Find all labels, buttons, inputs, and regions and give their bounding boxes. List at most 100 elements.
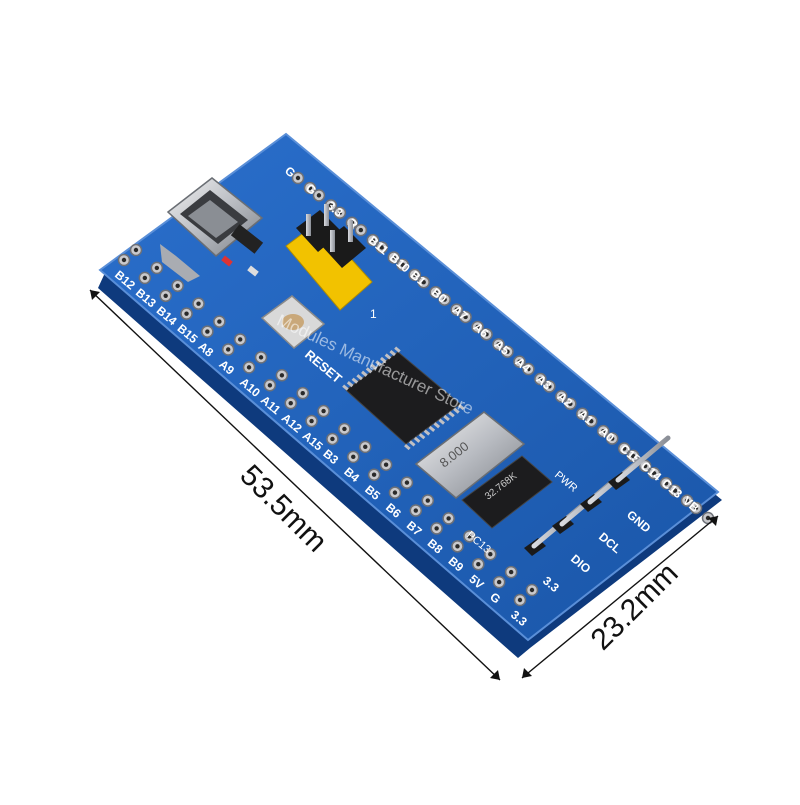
chip-pin: [423, 429, 431, 436]
pin-hole-center: [580, 411, 585, 416]
pin-hole-center: [630, 453, 636, 459]
pin-hole-center: [517, 597, 523, 603]
pin-hole-center: [610, 436, 615, 441]
pin-hole-center: [454, 307, 459, 312]
pin-hole-center: [651, 471, 657, 476]
pin-hole-center: [342, 426, 347, 432]
pin-hole-center: [184, 311, 189, 316]
dimension-length-line: [89, 289, 501, 681]
pin-hole-center: [267, 383, 273, 388]
pin-hole-center: [505, 349, 510, 354]
chip-pin: [413, 436, 421, 443]
pin-hole-center: [363, 444, 368, 450]
chip-pin: [361, 370, 368, 377]
pin-hole-center: [496, 342, 501, 347]
pin-hole-center: [455, 544, 460, 549]
chip-pin: [384, 353, 392, 360]
pin-hole-center: [412, 272, 417, 278]
pin-hole-center: [475, 324, 480, 330]
pin-hole-center: [642, 463, 648, 469]
dimension-width-line: [521, 515, 719, 679]
chip-pin: [448, 411, 455, 418]
pin-hole-center: [446, 516, 451, 521]
pin-hole-center: [434, 526, 439, 531]
chip-pin: [428, 425, 436, 432]
chip-pin: [404, 444, 411, 451]
pin-hole-center: [425, 498, 430, 503]
pin-hole-center: [321, 408, 326, 414]
pin-hole-center: [433, 290, 438, 295]
pin-hole-center: [337, 210, 343, 215]
boot-jumper: 1: [285, 204, 377, 321]
pin-hole-center: [559, 394, 564, 399]
pin-hole-center: [589, 418, 594, 424]
pin-hole-center: [258, 355, 264, 360]
top-pin-holes: [291, 171, 715, 525]
debug-header: [524, 435, 671, 556]
pin-hole-center: [154, 265, 160, 271]
pin-hole-center: [663, 481, 669, 486]
pin-hole-center: [488, 552, 493, 557]
jumper-label: 1: [370, 307, 377, 321]
chip-pin: [379, 356, 387, 364]
chip-pin: [418, 433, 426, 440]
pin-hole-center: [496, 579, 502, 585]
chip-pin: [370, 363, 378, 370]
pin-hole-center: [484, 332, 489, 337]
chip-pins: [342, 346, 465, 451]
pin-hole-center: [526, 366, 531, 372]
pin-hole-center: [351, 454, 356, 460]
pin-hole-center: [238, 337, 243, 342]
pin-hole-center: [467, 534, 472, 539]
chip-pin: [346, 381, 354, 388]
pin-hole-center: [196, 301, 201, 306]
chip-pin: [408, 440, 416, 447]
pin-hole-center: [421, 280, 426, 285]
pin-hole-center: [328, 203, 334, 208]
pin-hole-center: [391, 255, 396, 260]
pin-hole-center: [404, 480, 410, 485]
pin-hole-center: [300, 390, 305, 396]
pin-hole-center: [463, 314, 468, 320]
chip-pin: [433, 422, 441, 429]
chip-pin: [458, 404, 465, 411]
pin-hole-center: [370, 237, 376, 243]
header-pin: [615, 435, 671, 483]
chip-pin: [351, 377, 359, 384]
pin-hole-center: [508, 569, 514, 575]
pin-hole-center: [142, 275, 148, 281]
pin-hole-center: [476, 562, 481, 567]
main-crystal: 8.000: [414, 411, 526, 499]
pin-hole-center: [175, 283, 180, 288]
smd-components: [221, 224, 264, 277]
pin-hole-center: [684, 498, 690, 503]
pin-hole-center: [295, 175, 301, 181]
pin-hole-center: [163, 293, 168, 298]
mcu-chip: [342, 346, 465, 451]
pin-hole-center: [217, 319, 222, 324]
chip-pin: [438, 418, 445, 425]
pin-hole-center: [517, 359, 522, 364]
pin-hole-center: [205, 329, 210, 334]
pin-hole-center: [288, 400, 293, 406]
pin-hole-center: [358, 227, 364, 233]
pin-hole-center: [400, 262, 405, 268]
pin-hole-center: [309, 418, 314, 424]
pin-hole-center: [693, 505, 699, 511]
chip-pin: [365, 367, 373, 374]
chip-pin: [342, 384, 349, 391]
pin-hole-center: [672, 488, 678, 493]
pin-hole-center: [379, 245, 384, 250]
pin-hole-center: [442, 297, 447, 302]
chip-pin: [375, 360, 382, 367]
pin-hole-center: [538, 376, 543, 382]
pin-hole-center: [601, 428, 606, 434]
pin-hole-center: [371, 472, 377, 477]
bottom-pin-holes: [117, 243, 539, 607]
chip-pin: [443, 414, 450, 422]
pin-hole-center: [307, 185, 313, 191]
pin-hole-center: [383, 462, 389, 467]
pin-hole-center: [622, 446, 627, 451]
